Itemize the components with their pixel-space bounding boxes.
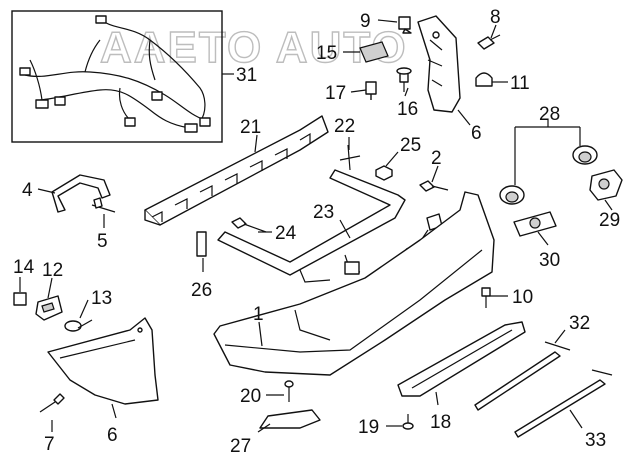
callout-25: 25 [400, 135, 421, 156]
callout-32: 32 [569, 313, 590, 334]
leader-9 [377, 19, 398, 23]
leader-2 [431, 165, 439, 183]
leader-1 [258, 321, 263, 347]
callout-28: 28 [539, 104, 560, 125]
part-20-clip [284, 380, 294, 402]
callout-4: 4 [22, 180, 33, 201]
callout-20: 20 [240, 386, 261, 407]
callout-16: 16 [397, 99, 418, 120]
part-7-pin [39, 393, 65, 413]
leader-21 [254, 134, 258, 153]
callout-29: 29 [599, 210, 620, 231]
leader-27 [257, 423, 271, 433]
part-6-upper-bracket [417, 15, 461, 113]
callout-17: 17 [325, 83, 346, 104]
callout-14: 14 [13, 257, 35, 278]
callout-24: 24 [275, 223, 297, 244]
leader-8 [490, 24, 497, 39]
part-18-skid-plate [397, 321, 526, 397]
leader-29 [604, 199, 613, 211]
part-10-bolt [481, 287, 491, 308]
part-13-screw [64, 319, 93, 332]
part-21-absorber [144, 115, 329, 226]
callout-26: 26 [191, 280, 212, 301]
leader-32 [554, 329, 566, 344]
part-4-bracket [51, 174, 111, 213]
leader-28 [514, 120, 581, 185]
leader-25 [385, 151, 399, 167]
part-11-clip [475, 72, 493, 87]
part-25-nut [375, 165, 393, 181]
callout-10: 10 [512, 287, 533, 308]
callout-5: 5 [97, 231, 108, 252]
leader-13 [79, 299, 89, 319]
callout-15: 15 [316, 43, 337, 64]
leader-18 [435, 391, 439, 406]
callout-22: 22 [334, 116, 355, 137]
callout-6b: 6 [107, 425, 118, 446]
part-15-pad [359, 41, 389, 63]
part-32-molding [474, 341, 571, 411]
leader-12 [47, 277, 53, 299]
leader-16 [404, 87, 409, 97]
part-8-bolt [477, 34, 501, 50]
part-6-lower-shield [47, 317, 159, 405]
callout-8: 8 [490, 7, 501, 28]
leader-6b [111, 403, 117, 419]
callout-6a: 6 [471, 123, 482, 144]
callout-31: 31 [236, 65, 257, 86]
callout-33: 33 [585, 430, 606, 451]
wiring-harness-inset [11, 10, 223, 143]
part-29-sensor-bracket [589, 169, 623, 201]
leader-30 [537, 231, 549, 246]
part-16-screw [396, 67, 412, 92]
part-30-sensor-retainer [513, 211, 557, 237]
callout-23: 23 [313, 202, 334, 223]
part-12-bracket [35, 295, 63, 321]
part-5-pin [91, 197, 116, 213]
callout-18: 18 [430, 412, 451, 433]
callout-2: 2 [431, 148, 442, 169]
callout-12: 12 [42, 260, 63, 281]
part-26-bracket [196, 231, 207, 257]
leader-33 [569, 409, 583, 429]
callout-30: 30 [539, 250, 560, 271]
leader-17 [350, 89, 367, 93]
part-9-clip [398, 16, 412, 34]
callout-7: 7 [44, 434, 55, 455]
callout-27: 27 [230, 436, 251, 457]
part-14-block [13, 292, 27, 306]
part-24-bolt [231, 217, 267, 233]
part-17-clip [365, 81, 377, 100]
callout-21: 21 [240, 117, 261, 138]
leader-6a [457, 109, 471, 126]
callout-9: 9 [360, 11, 371, 32]
leader-4 [37, 188, 56, 194]
part-33-molding [514, 369, 613, 438]
part-27-reflector [259, 409, 321, 429]
part-2-bolt [419, 180, 449, 192]
part-1-bumper-cover [213, 191, 495, 376]
callout-11: 11 [510, 73, 530, 94]
part-22-stud [339, 144, 361, 171]
part-28-sensors [499, 145, 598, 205]
leader-23 [339, 219, 351, 239]
callout-13: 13 [91, 288, 112, 309]
part-23-reinforcement [217, 169, 406, 283]
callout-1: 1 [253, 304, 264, 325]
part-19-screw [402, 414, 414, 430]
callout-19: 19 [358, 417, 379, 438]
